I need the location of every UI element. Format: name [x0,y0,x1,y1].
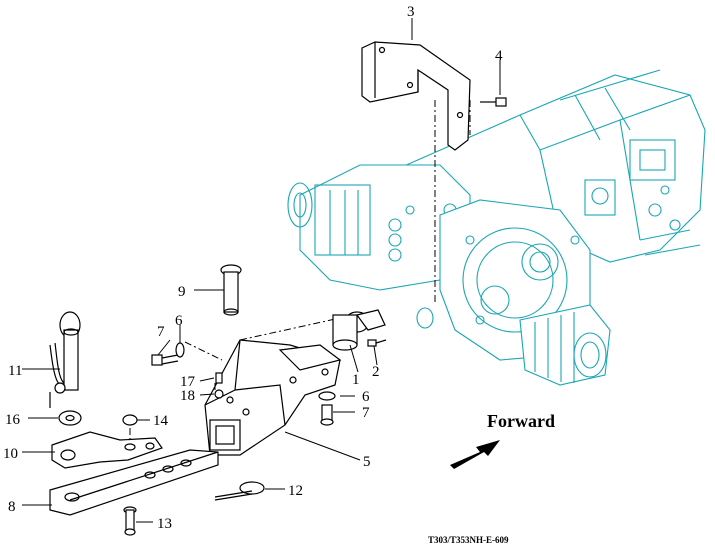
washer-part-16 [58,410,82,426]
callout-6-right: 6 [362,389,370,405]
callout-labels: 3 4 9 7 6 11 1 2 17 18 6 7 16 14 10 5 12… [3,4,503,532]
bracket-part-3 [361,41,471,305]
callout-17: 17 [180,374,196,390]
pin-chain-part-9 [49,311,81,408]
drawbar-part-8 [49,449,219,516]
bolt-washer-right [318,391,336,426]
callout-7-left: 7 [157,324,165,340]
spring-pin-part-12 [214,481,265,501]
callout-5: 5 [363,454,371,470]
pin-part-11 [220,264,242,316]
reference-code: T303/T353NH-E-609 [428,535,509,545]
drawbar-support-part-5 [184,317,342,456]
callout-12: 12 [288,483,303,499]
callout-10: 10 [3,446,18,462]
bolt-part-2 [367,339,387,347]
callout-8: 8 [8,499,16,515]
bolt-part-4 [480,97,507,107]
callout-4: 4 [495,48,503,64]
bolt-part-13 [123,506,137,536]
callout-3: 3 [407,4,415,20]
callout-18: 18 [180,388,195,404]
sleeve-part-1 [332,309,386,351]
forward-label: Forward [487,411,555,431]
callout-7-right: 7 [362,405,370,421]
forward-arrow [450,440,500,469]
callout-14: 14 [153,413,169,429]
transmission-housing [287,69,706,386]
callout-11: 9 [178,284,186,300]
leader-lines [22,18,501,523]
clevis-part-10 [51,431,163,469]
callout-6-left: 6 [175,313,183,329]
bolt-nut-17-18 [214,372,224,399]
callout-16: 16 [5,412,21,428]
callout-1: 1 [352,372,360,388]
bolt-washer-left [151,342,185,366]
callout-9: 11 [8,363,22,379]
callout-2: 2 [372,364,380,380]
callout-13: 13 [157,516,172,532]
